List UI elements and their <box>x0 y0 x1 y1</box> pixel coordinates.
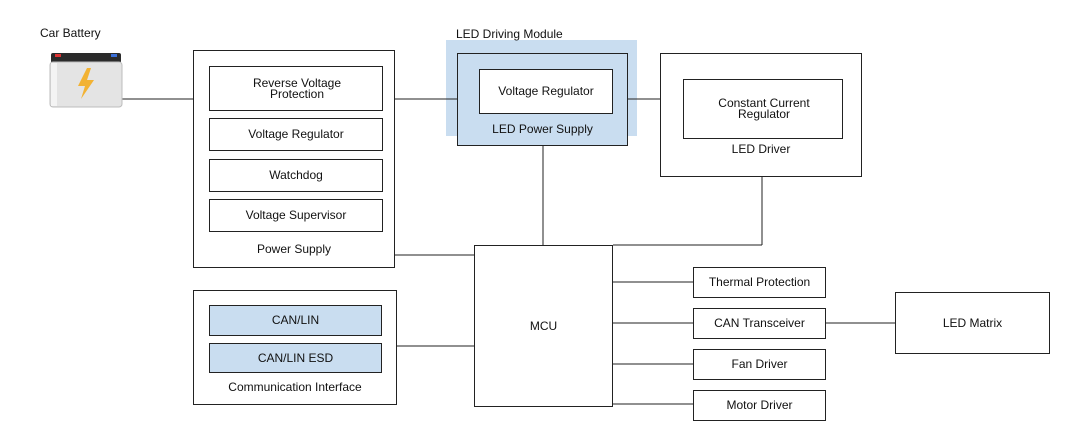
led-matrix-block: LED Matrix <box>895 292 1050 354</box>
constant-current-regulator-label: Constant Current Regulator <box>718 96 810 121</box>
voltage-supervisor-label: Voltage Supervisor <box>245 208 347 222</box>
thermal-protection-block: Thermal Protection <box>693 267 826 298</box>
can-lin-esd-label: CAN/LIN ESD <box>257 350 334 365</box>
reverse-voltage-protection-label: Reverse Voltage Protection <box>252 75 342 101</box>
constant-current-regulator-block: Constant Current Regulator <box>683 79 843 139</box>
fan-driver-label: Fan Driver <box>731 357 788 371</box>
thermal-protection-label: Thermal Protection <box>708 275 811 289</box>
can-transceiver-label: CAN Transceiver <box>714 316 805 330</box>
car-battery-label: Car Battery <box>40 26 101 40</box>
led-driver-caption: LED Driver <box>731 142 791 156</box>
led-driving-module-title: LED Driving Module <box>456 27 563 41</box>
led-matrix-label: LED Matrix <box>942 315 1003 330</box>
led-power-supply-caption: LED Power Supply <box>492 122 593 136</box>
motor-driver-label: Motor Driver <box>726 398 793 412</box>
can-lin-esd-block: CAN/LIN ESD <box>209 343 382 373</box>
communication-interface-caption: Communication Interface <box>228 380 362 394</box>
led-voltage-regulator-label: Voltage Regulator <box>498 84 594 98</box>
led-voltage-regulator-block: Voltage Regulator <box>479 69 613 114</box>
fan-driver-block: Fan Driver <box>693 349 826 380</box>
watchdog-label: Watchdog <box>269 168 323 182</box>
reverse-voltage-protection-block: Reverse Voltage Protection <box>209 66 383 111</box>
can-transceiver-block: CAN Transceiver <box>693 308 826 339</box>
mcu-label: MCU <box>529 318 558 333</box>
motor-driver-block: Motor Driver <box>693 390 826 421</box>
voltage-regulator-block: Voltage Regulator <box>209 118 383 151</box>
voltage-regulator-label: Voltage Regulator <box>248 127 344 141</box>
watchdog-block: Watchdog <box>209 159 383 192</box>
lightning-bolt-icon <box>78 68 94 99</box>
mcu-block: MCU <box>474 245 613 407</box>
can-lin-label: CAN/LIN <box>271 313 320 327</box>
battery-icon <box>49 53 123 108</box>
power-supply-caption: Power Supply <box>256 242 332 256</box>
can-lin-block: CAN/LIN <box>209 305 382 336</box>
voltage-supervisor-block: Voltage Supervisor <box>209 199 383 232</box>
